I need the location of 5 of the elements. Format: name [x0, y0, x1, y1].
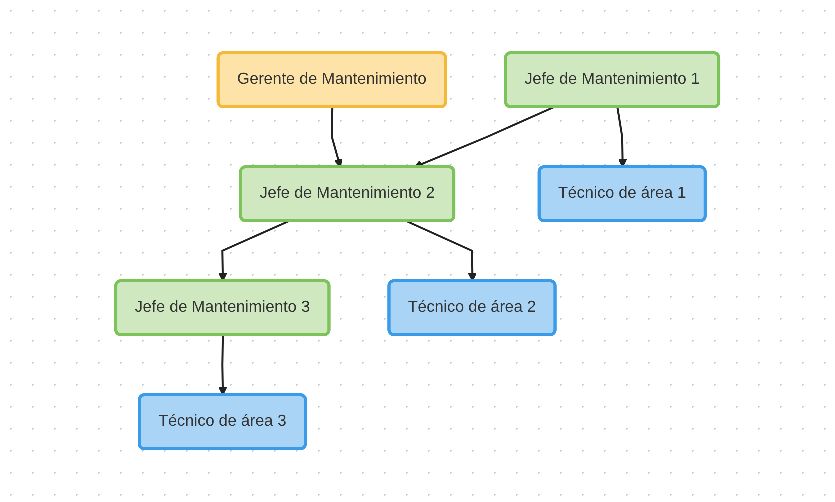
arrow — [406, 220, 477, 282]
arrow — [218, 335, 228, 396]
arrow — [331, 107, 343, 168]
arrow — [218, 220, 290, 282]
arrow — [616, 107, 628, 168]
